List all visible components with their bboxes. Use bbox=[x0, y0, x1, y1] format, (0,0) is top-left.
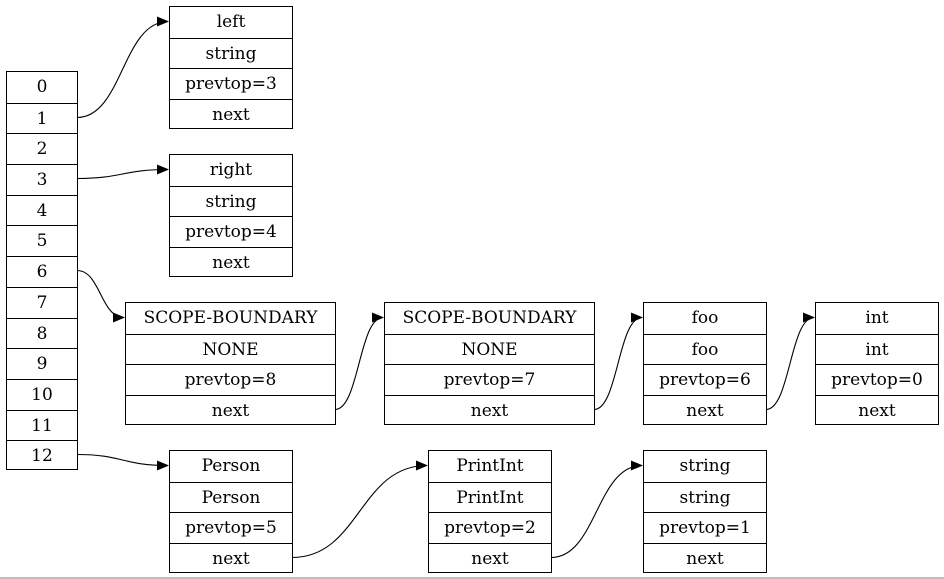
node-prevtop: prevtop=0 bbox=[816, 364, 938, 395]
symbol-node-int: int int prevtop=0 next bbox=[815, 302, 939, 425]
node-name: foo bbox=[691, 308, 719, 328]
node-next: next bbox=[126, 395, 335, 426]
node-prevtop: prevtop=6 bbox=[644, 364, 766, 395]
stack-slot-3: 3 bbox=[7, 164, 77, 195]
stack-slot-11: 11 bbox=[7, 409, 77, 441]
symbol-node-left: left string prevtop=3 next bbox=[169, 6, 293, 129]
node-name: Person bbox=[201, 456, 261, 476]
stack-slot-6: 6 bbox=[7, 256, 77, 287]
node-name: SCOPE-BOUNDARY bbox=[143, 308, 318, 328]
node-type: string bbox=[170, 37, 292, 69]
node-prevtop: prevtop=8 bbox=[126, 364, 335, 395]
edge-stack-3-to-right bbox=[76, 164, 169, 180]
stack-slot-2: 2 bbox=[7, 133, 77, 164]
symbol-node-printint: PrintInt PrintInt prevtop=2 next bbox=[428, 450, 552, 573]
stack-slot-1: 1 bbox=[7, 102, 77, 134]
symbol-node-right: right string prevtop=4 next bbox=[169, 154, 293, 277]
bottom-border bbox=[0, 577, 944, 579]
stack-slot-9: 9 bbox=[7, 348, 77, 379]
edge-stack-6-to-scope1 bbox=[76, 269, 125, 323]
node-name: left bbox=[216, 12, 246, 32]
node-type: NONE bbox=[126, 333, 335, 365]
scope-stack-array: 0 1 2 3 4 5 6 7 8 9 10 11 12 bbox=[6, 71, 78, 470]
edge-foo-next-to-int bbox=[765, 312, 815, 411]
stack-slot-4: 4 bbox=[7, 194, 77, 226]
edge-stack-1-to-left bbox=[76, 16, 169, 119]
node-type: Person bbox=[170, 481, 292, 513]
stack-slot-7: 7 bbox=[7, 286, 77, 318]
node-name: PrintInt bbox=[456, 456, 524, 476]
node-prevtop: prevtop=1 bbox=[644, 512, 766, 543]
symbol-node-scope-boundary-1: SCOPE-BOUNDARY NONE prevtop=8 next bbox=[125, 302, 336, 425]
node-prevtop: prevtop=7 bbox=[385, 364, 594, 395]
node-next: next bbox=[429, 543, 551, 574]
node-next: next bbox=[170, 99, 292, 130]
symbol-node-foo: foo foo prevtop=6 next bbox=[643, 302, 767, 425]
stack-slot-12: 12 bbox=[7, 440, 77, 471]
node-prevtop: prevtop=5 bbox=[170, 512, 292, 543]
symbol-node-scope-boundary-2: SCOPE-BOUNDARY NONE prevtop=7 next bbox=[384, 302, 595, 425]
node-next: next bbox=[385, 395, 594, 426]
edge-person-next-to-printint bbox=[291, 460, 428, 559]
node-next: next bbox=[170, 247, 292, 278]
stack-slot-0: 0 bbox=[36, 77, 48, 97]
stack-slot-10: 10 bbox=[7, 378, 77, 410]
node-name: string bbox=[679, 456, 731, 476]
node-type: string bbox=[644, 481, 766, 513]
node-type: string bbox=[170, 185, 292, 217]
node-next: next bbox=[170, 543, 292, 574]
node-name: right bbox=[209, 160, 253, 180]
edge-printint-next-to-string bbox=[550, 460, 643, 559]
edge-scope2-next-to-foo bbox=[593, 312, 643, 411]
stack-slot-8: 8 bbox=[7, 317, 77, 349]
node-prevtop: prevtop=4 bbox=[170, 216, 292, 247]
node-type: int bbox=[816, 333, 938, 365]
node-type: NONE bbox=[385, 333, 594, 365]
node-prevtop: prevtop=3 bbox=[170, 68, 292, 99]
edge-stack-12-to-person bbox=[76, 453, 169, 471]
node-name: int bbox=[865, 308, 889, 328]
edge-scope1-next-to-scope2 bbox=[334, 312, 384, 411]
symbol-node-person: Person Person prevtop=5 next bbox=[169, 450, 293, 573]
node-prevtop: prevtop=2 bbox=[429, 512, 551, 543]
symbol-node-string: string string prevtop=1 next bbox=[643, 450, 767, 573]
node-next: next bbox=[816, 395, 938, 426]
node-type: PrintInt bbox=[429, 481, 551, 513]
node-next: next bbox=[644, 543, 766, 574]
stack-slot-5: 5 bbox=[7, 225, 77, 256]
node-type: foo bbox=[644, 333, 766, 365]
node-name: SCOPE-BOUNDARY bbox=[402, 308, 577, 328]
node-next: next bbox=[644, 395, 766, 426]
